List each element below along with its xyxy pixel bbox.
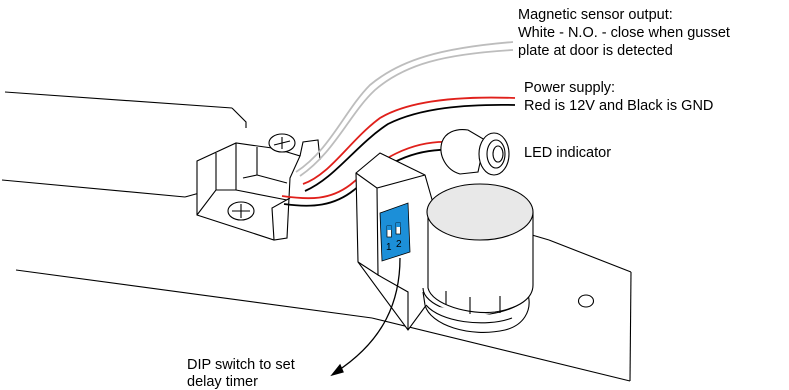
led-icon [440,129,510,176]
dip-leader-arrow [330,257,401,377]
dip-number-2: 2 [396,239,402,250]
dip-label-line2: delay timer [187,374,258,390]
magnetic-label-line2: White - N.O. - close when gusset [518,25,730,41]
screw-icon [227,201,255,221]
white-wires [295,41,514,177]
capacitor [422,183,534,333]
sensor-bracket [196,139,321,241]
led-label: LED indicator [524,145,611,161]
dip-switch: 1 2 [379,202,411,262]
base-plate [1,91,632,382]
magnetic-label-line3: plate at door is detected [518,43,673,59]
magnetic-label-line1: Magnetic sensor output: [518,7,673,23]
black-wire [304,103,516,192]
red-wire [281,141,451,200]
mounting-hole [577,294,595,308]
black-wire [283,148,453,207]
dip-label-line1: DIP switch to set [187,357,295,373]
power-label-line2: Red is 12V and Black is GND [524,98,713,114]
red-wire [302,96,516,185]
screw-icon [268,133,296,153]
power-label-line1: Power supply: [524,80,615,96]
dip-number-1: 1 [386,242,392,253]
